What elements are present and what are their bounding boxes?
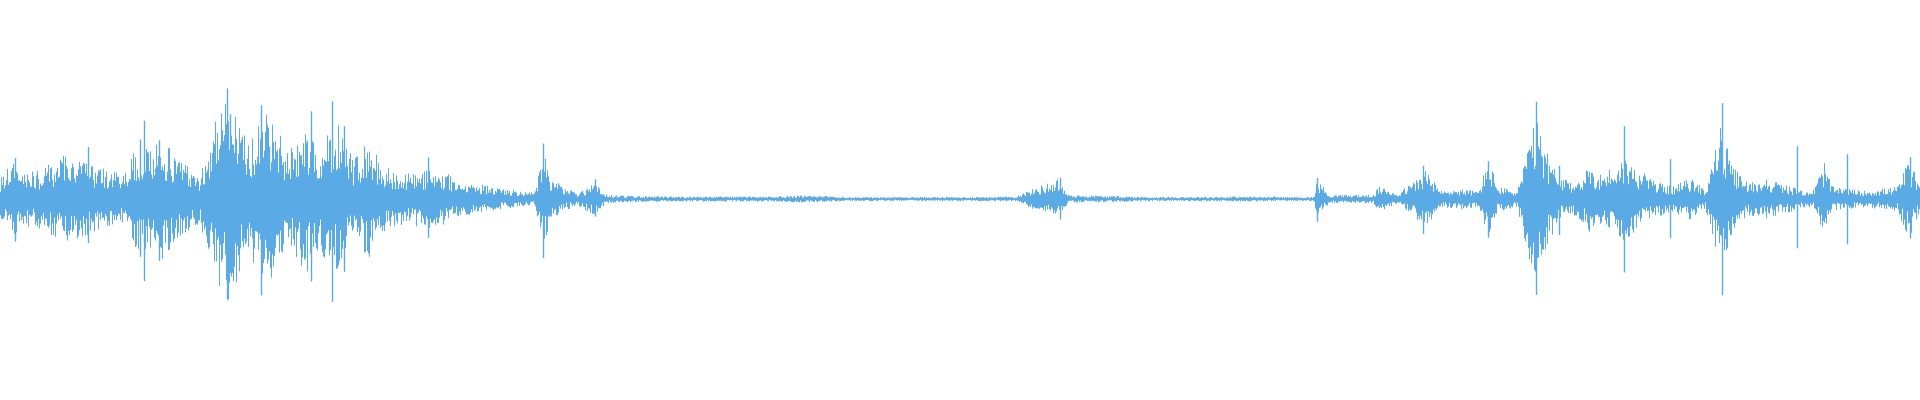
- waveform-bars: [0, 88, 1920, 302]
- waveform-body: [0, 103, 1920, 300]
